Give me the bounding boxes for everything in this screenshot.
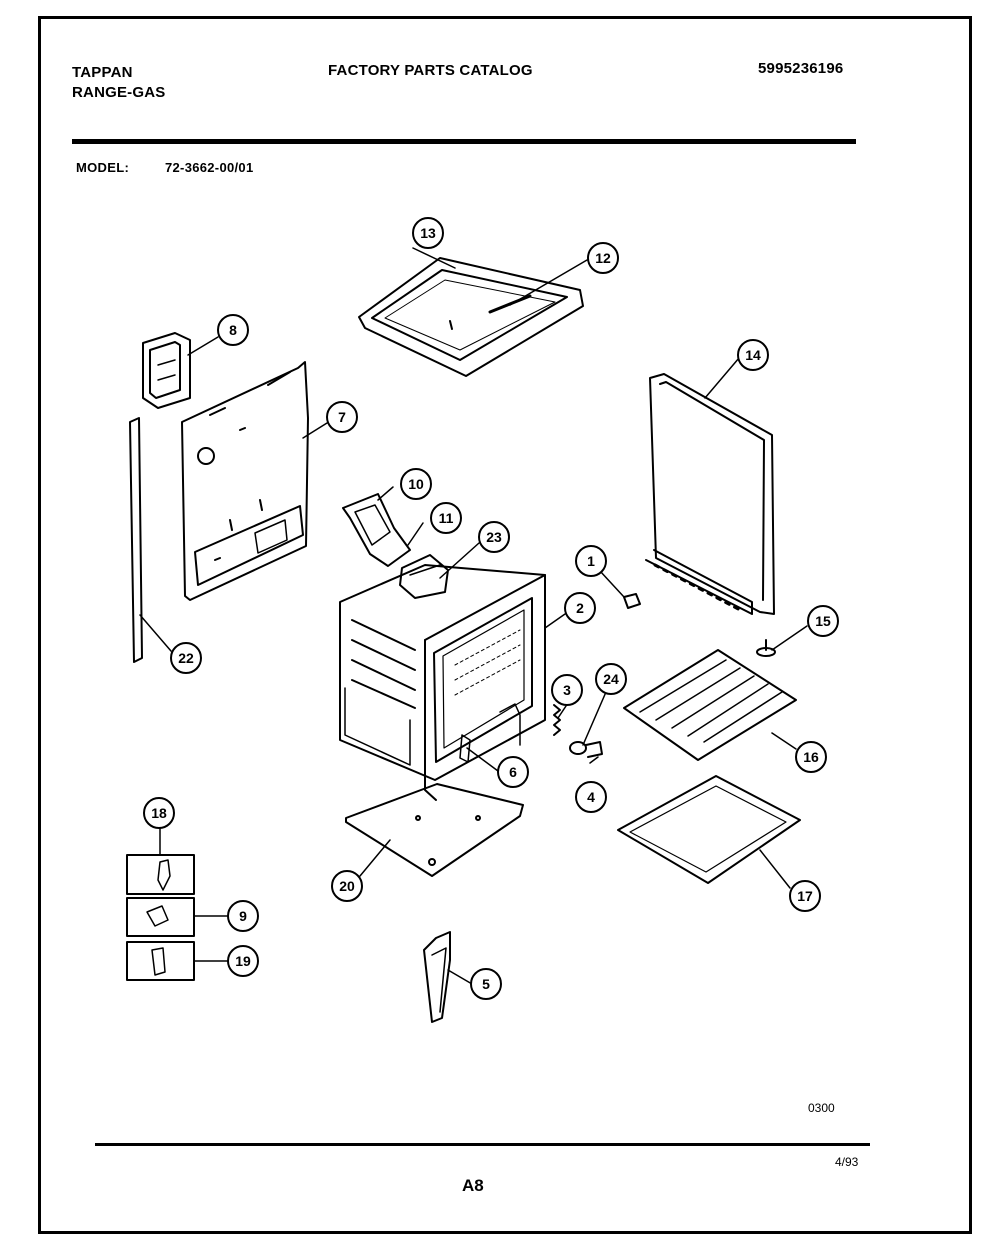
callout-circle-15 xyxy=(807,605,839,637)
brand-name: TAPPAN xyxy=(72,64,133,81)
callout-circle-17 xyxy=(789,880,821,912)
callout-circle-22 xyxy=(170,642,202,674)
spring-part xyxy=(553,704,561,736)
trim-strip-part xyxy=(129,417,143,663)
callout-label-12: 12 xyxy=(595,250,611,266)
callout-circle-6 xyxy=(497,756,529,788)
callout-circle-24 xyxy=(595,663,627,695)
callout-label-6: 6 xyxy=(509,764,517,780)
callout-label-8: 8 xyxy=(229,322,237,338)
product-type: RANGE-GAS xyxy=(72,84,166,101)
callout-label-18: 18 xyxy=(151,805,167,821)
callout-circle-18 xyxy=(143,797,175,829)
callout-label-20: 20 xyxy=(339,878,355,894)
callout-circle-5 xyxy=(470,968,502,1000)
callout-circle-19 xyxy=(227,945,259,977)
catalog-title: FACTORY PARTS CATALOG xyxy=(328,62,533,79)
broiler-pan-part xyxy=(617,775,801,884)
callout-label-13: 13 xyxy=(420,225,436,241)
callout-label-5: 5 xyxy=(482,976,490,992)
hinge-part xyxy=(423,931,451,1023)
burner-assembly-part xyxy=(342,493,449,599)
back-panel-part xyxy=(181,361,309,601)
callout-label-17: 17 xyxy=(797,888,813,904)
header-rule xyxy=(72,139,856,144)
callout-label-2: 2 xyxy=(576,600,584,616)
callout-label-11: 11 xyxy=(439,510,454,526)
model-label: MODEL: xyxy=(76,160,130,175)
catalog-number: 5995236196 xyxy=(758,60,844,77)
callout-label-10: 10 xyxy=(408,476,424,492)
oven-body-part xyxy=(339,564,546,801)
knob-part xyxy=(569,741,603,758)
callout-circle-4 xyxy=(575,781,607,813)
callout-circle-11 xyxy=(430,502,462,534)
page-border xyxy=(38,16,972,1234)
callout-circle-7 xyxy=(326,401,358,433)
bottom-panel-part xyxy=(345,783,524,877)
callout-circle-8 xyxy=(217,314,249,346)
callout-label-3: 3 xyxy=(563,682,571,698)
page-number: A8 xyxy=(462,1176,484,1195)
callout-circle-10 xyxy=(400,468,432,500)
callout-circle-1 xyxy=(575,545,607,577)
callout-label-19: 19 xyxy=(235,953,251,969)
callout-label-7: 7 xyxy=(338,409,346,425)
callout-label-9: 9 xyxy=(239,908,247,924)
callout-label-23: 23 xyxy=(486,529,502,545)
leader-lines xyxy=(139,247,808,985)
callout-circle-3 xyxy=(551,674,583,706)
callout-label-16: 16 xyxy=(803,749,819,765)
leveler-part xyxy=(756,639,776,657)
clip-part xyxy=(623,593,641,609)
callout-circle-2 xyxy=(564,592,596,624)
callout-label-22: 22 xyxy=(178,650,194,666)
cooktop-panel-part xyxy=(358,257,584,377)
oven-door-part xyxy=(645,373,775,615)
callout-circle-14 xyxy=(737,339,769,371)
callout-label-15: 15 xyxy=(815,613,831,629)
callout-circle-23 xyxy=(478,521,510,553)
callout-circle-9 xyxy=(227,900,259,932)
hardware-boxes xyxy=(126,854,195,981)
callout-circle-12 xyxy=(587,242,619,274)
callout-label-14: 14 xyxy=(745,347,761,363)
model-number: 72-3662-00/01 xyxy=(165,160,254,175)
bracket-part xyxy=(459,734,471,763)
callout-label-1: 1 xyxy=(587,553,595,569)
callout-circle-13 xyxy=(412,217,444,249)
footer-rule xyxy=(95,1143,870,1146)
callout-circle-16 xyxy=(795,741,827,773)
callout-label-24: 24 xyxy=(603,671,619,687)
callout-label-4: 4 xyxy=(587,789,595,805)
control-module-part xyxy=(142,332,191,409)
callout-circle-20 xyxy=(331,870,363,902)
revision-date: 4/93 xyxy=(835,1155,859,1169)
drawing-code: 0300 xyxy=(808,1101,835,1115)
oven-rack-part xyxy=(623,649,797,761)
